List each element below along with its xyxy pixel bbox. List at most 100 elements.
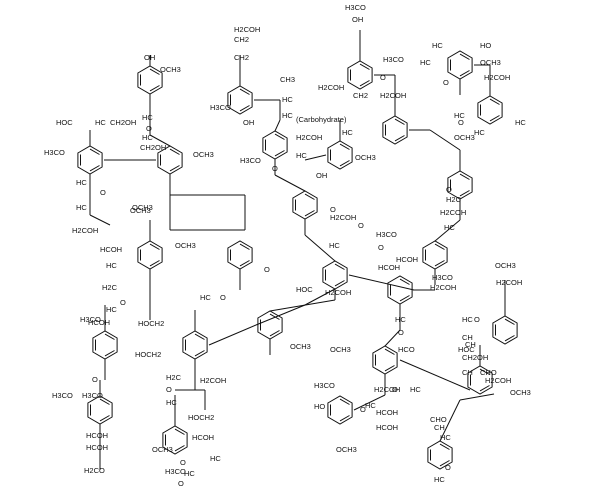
atom-label: O xyxy=(264,265,270,274)
atom-label: CH2OH xyxy=(140,143,166,152)
atom-label: CH xyxy=(465,340,476,349)
atom-label: HCOH xyxy=(100,245,122,254)
atom-label: O xyxy=(392,385,398,394)
benzene-ring-6 xyxy=(87,395,113,425)
atom-label: HC xyxy=(515,118,526,127)
atom-label: HC xyxy=(462,315,473,324)
atom-label: HC xyxy=(200,293,211,302)
atom-label: HC xyxy=(282,111,293,120)
atom-label: OCH3 xyxy=(330,345,351,354)
bond-line xyxy=(274,174,306,192)
atom-label: H2COH xyxy=(325,288,351,297)
atom-label: HC xyxy=(184,469,195,478)
bond-line xyxy=(304,154,327,161)
atom-label: O xyxy=(474,315,480,324)
atom-label: O xyxy=(443,78,449,87)
atom-label: H2COH xyxy=(296,133,322,142)
atom-label: H2C xyxy=(166,373,182,382)
benzene-ring-15 xyxy=(347,60,373,90)
atom-label: CH xyxy=(462,368,473,377)
atom-label: HOCH2 xyxy=(188,413,214,422)
bond-line xyxy=(429,129,461,151)
benzene-ring-0 xyxy=(137,65,163,95)
atom-label: O xyxy=(446,185,452,194)
bond-line xyxy=(384,329,401,347)
atom-label: O xyxy=(178,479,184,488)
ring-double-bond xyxy=(339,160,350,167)
atom-label: H2COH xyxy=(496,278,522,287)
atom-label: HC xyxy=(95,118,106,127)
ring-double-bond xyxy=(194,333,205,340)
ring-double-bond xyxy=(149,260,160,267)
ring-double-bond xyxy=(434,243,445,250)
atom-label: HOC xyxy=(458,345,475,354)
benzene-ring-10 xyxy=(327,140,353,170)
atom-label: O xyxy=(358,221,364,230)
ring-double-bond xyxy=(149,68,160,75)
atom-label: H2COH xyxy=(484,73,510,82)
atom-label: OH xyxy=(144,53,155,62)
ring-double-bond xyxy=(339,143,350,150)
ring-double-bond xyxy=(89,165,100,172)
atom-label: HCOH xyxy=(192,433,214,442)
benzene-ring-13 xyxy=(322,260,348,290)
atom-label: H3CO xyxy=(80,315,101,324)
ring-double-bond xyxy=(384,365,395,372)
atom-label: CH xyxy=(462,333,473,342)
atom-label: O xyxy=(458,118,464,127)
atom-label: CH2 xyxy=(234,35,249,44)
atom-label: H3CO xyxy=(383,55,404,64)
atom-label: OCH3 xyxy=(130,206,151,215)
atom-label: OCH3 xyxy=(355,153,376,162)
atom-label: HC xyxy=(76,178,87,187)
ring-double-bond xyxy=(239,105,250,112)
atom-label: O xyxy=(100,188,106,197)
ring-double-bond xyxy=(239,243,250,250)
atom-label: O xyxy=(272,164,278,173)
bond-line xyxy=(304,234,336,262)
ring-double-bond xyxy=(394,118,405,125)
benzene-ring-12 xyxy=(227,240,253,270)
atom-label: HC xyxy=(432,41,443,50)
benzene-ring-7 xyxy=(162,425,188,455)
atom-label: O xyxy=(120,298,126,307)
atom-label: HC xyxy=(166,398,177,407)
ring-double-bond xyxy=(174,428,185,435)
atom-label: OCH3 xyxy=(160,65,181,74)
ring-double-bond xyxy=(439,460,450,467)
benzene-ring-3 xyxy=(137,240,163,270)
atom-label: OCH3 xyxy=(480,58,501,67)
ring-double-bond xyxy=(174,445,185,452)
atom-label: HC xyxy=(106,305,117,314)
atom-label: HOC xyxy=(56,118,73,127)
ring-double-bond xyxy=(89,148,100,155)
atom-label: HOCH2 xyxy=(135,350,161,359)
atom-label: HC xyxy=(142,113,153,122)
atom-label: H2COH xyxy=(330,213,356,222)
atom-label: HC xyxy=(454,111,465,120)
ring-double-bond xyxy=(104,350,115,357)
atom-label: CH3 xyxy=(280,75,295,84)
atom-label: H3CO xyxy=(52,391,73,400)
atom-label: HC xyxy=(420,58,431,67)
atom-label: O xyxy=(445,463,451,472)
ring-double-bond xyxy=(274,150,285,157)
atom-label: HC xyxy=(434,475,445,484)
atom-label: H3CO xyxy=(210,103,231,112)
atom-label: O xyxy=(220,293,226,302)
bond-line xyxy=(304,288,336,306)
atom-label: HOC xyxy=(296,285,313,294)
atom-label: H2COH xyxy=(440,208,466,217)
atom-label: OCH3 xyxy=(193,150,214,159)
bond-line xyxy=(208,324,257,346)
atom-label: H3CO xyxy=(44,148,65,157)
atom-label: O xyxy=(166,385,172,394)
ring-double-bond xyxy=(334,263,345,270)
atom-label: O xyxy=(92,375,98,384)
ring-double-bond xyxy=(459,53,470,60)
atom-label: HC xyxy=(342,128,353,137)
bond-line xyxy=(255,304,306,326)
atom-label: H2COH xyxy=(374,385,400,394)
atom-label: HOCH2 xyxy=(138,319,164,328)
ring-double-bond xyxy=(489,98,500,105)
